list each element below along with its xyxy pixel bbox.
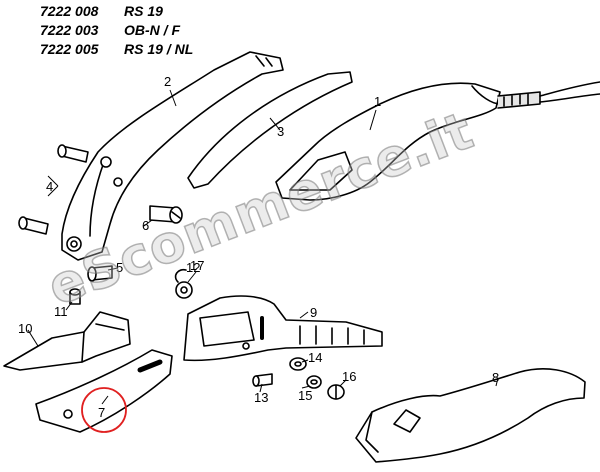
part-7-lower-jaw <box>35 349 173 433</box>
model-line-1: 7222 008 RS 19 <box>40 2 193 21</box>
part-number-11: 11 <box>54 304 68 319</box>
part-number-17: 17 <box>190 258 204 273</box>
part-number-3: 3 <box>277 124 284 139</box>
part-8-lower-handle <box>355 368 586 463</box>
part-15-washer <box>306 375 322 389</box>
part-5-screw <box>87 265 113 282</box>
part-2-upper-jaw <box>61 51 284 261</box>
model-list: 7222 008 RS 19 7222 003 OB-N / F 7222 005 R… <box>40 2 193 59</box>
part-number-15: 15 <box>298 388 312 403</box>
part-number-4: 4 <box>46 179 53 194</box>
model-name: OB-N / F <box>124 22 180 38</box>
part-3-strip <box>187 71 353 189</box>
part-9-jaw-body <box>183 295 383 362</box>
part-12-spring <box>174 268 193 299</box>
part-4-pins <box>18 144 89 235</box>
part-number-12: 12 <box>186 260 200 275</box>
part-number-2: 2 <box>164 74 171 89</box>
part-number-10: 10 <box>18 321 32 336</box>
part-number-1: 1 <box>374 94 381 109</box>
part-number-14: 14 <box>308 350 322 365</box>
part-1-upper-handle <box>275 81 600 201</box>
part-10-cutting-blade <box>3 311 131 371</box>
part-number-5: 5 <box>116 260 123 275</box>
model-code: 7222 008 <box>40 3 99 19</box>
highlight-circle-part-7 <box>81 387 127 433</box>
part-number-8: 8 <box>492 370 499 385</box>
model-name: RS 19 <box>124 3 163 19</box>
part-11-pin <box>69 288 81 305</box>
part-number-7: 7 <box>98 405 105 420</box>
part-number-6: 6 <box>142 218 149 233</box>
part-6-bolt <box>149 205 183 224</box>
part-number-16: 16 <box>342 369 356 384</box>
part-16-nut <box>327 384 345 400</box>
part-number-9: 9 <box>310 305 317 320</box>
model-code: 7222 005 <box>40 41 99 57</box>
model-code: 7222 003 <box>40 22 99 38</box>
part-14-washer <box>289 357 307 371</box>
leader-lines <box>27 89 499 405</box>
part-13-screw <box>252 373 273 387</box>
model-name: RS 19 / NL <box>124 41 194 57</box>
part-number-13: 13 <box>254 390 268 405</box>
model-line-2: 7222 003 OB-N / F <box>40 21 193 40</box>
model-line-3: 7222 005 RS 19 / NL <box>40 40 193 59</box>
part-labels: 1 2 3 4 5 6 7 8 9 10 11 12 13 14 15 16 1… <box>18 74 499 420</box>
